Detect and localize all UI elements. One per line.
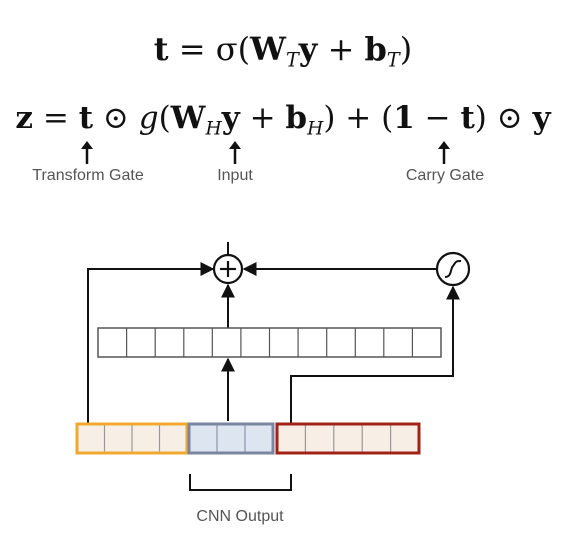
carry-gate-arrow-icon xyxy=(438,141,450,164)
red-segment xyxy=(275,422,421,455)
sigmoid-node xyxy=(435,251,471,287)
carry-gate-label: Carry Gate xyxy=(405,167,485,184)
transform-gate-label: Transform Gate xyxy=(32,167,144,184)
cnn-output-bracket xyxy=(189,474,292,491)
gate-input-path xyxy=(290,285,460,427)
blue-segment xyxy=(187,422,275,455)
sum-node xyxy=(212,253,244,285)
transform-path xyxy=(87,262,215,427)
sigmoid-icon xyxy=(444,260,462,278)
transform-gate-arrow-icon xyxy=(81,141,93,164)
orange-segment xyxy=(75,422,189,455)
input-label: Input xyxy=(217,167,253,184)
hidden-layer xyxy=(97,327,442,358)
cnn-output-label: CNN Output xyxy=(196,508,284,525)
input-arrow-icon xyxy=(229,141,241,164)
output-equation: z = t ⊙ g(WHy + bH) + (1 − t) ⊙ y xyxy=(15,100,551,140)
transform-gate-equation: t = σ(WTy + bT) xyxy=(153,30,413,72)
